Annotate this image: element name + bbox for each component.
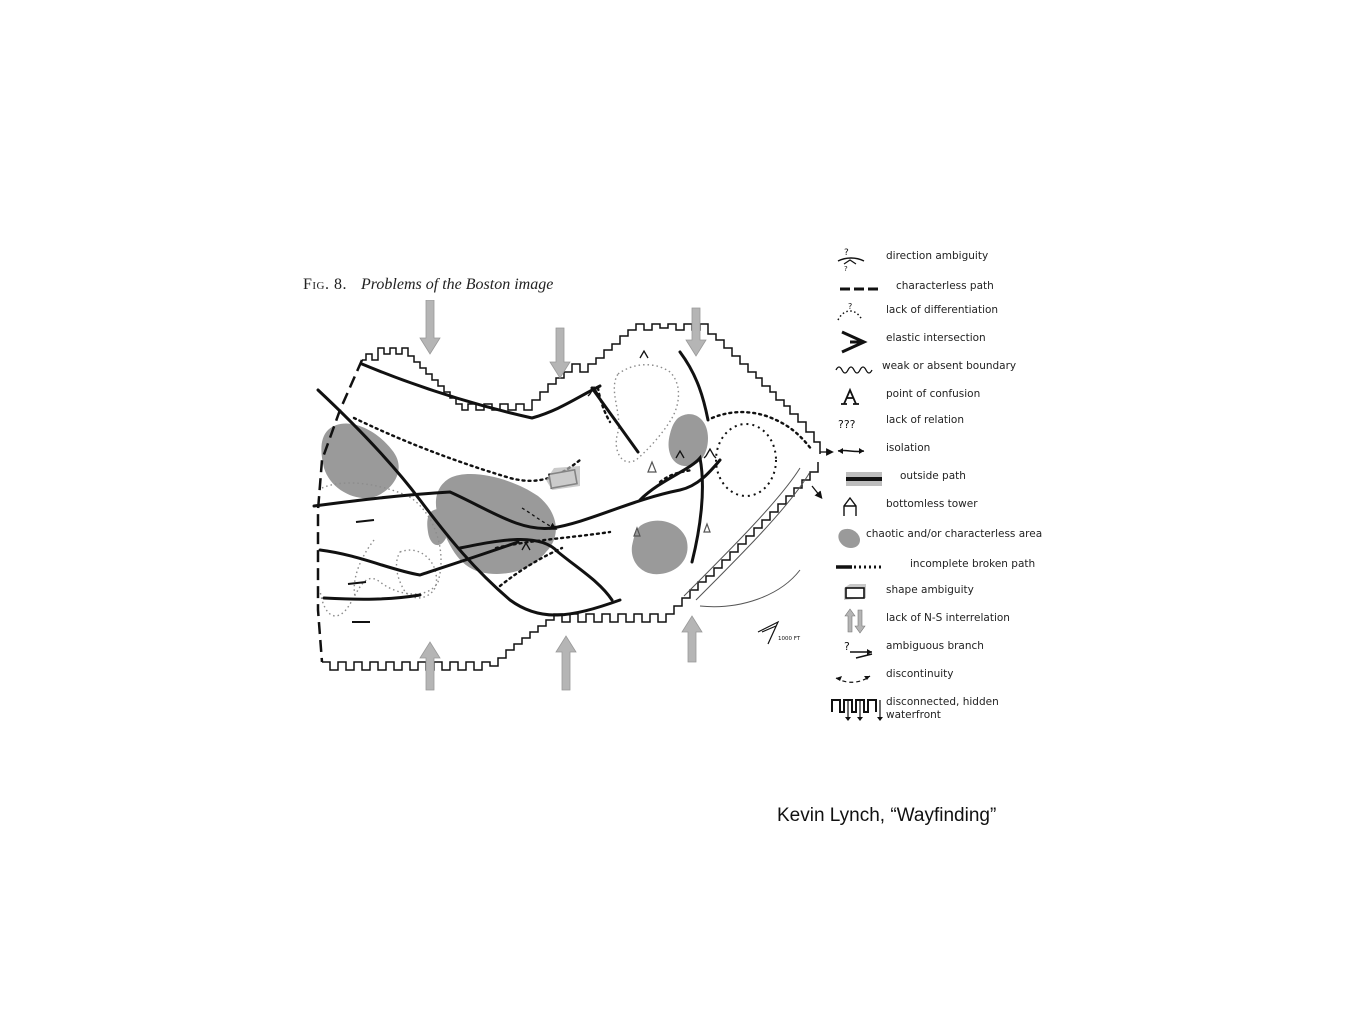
svg-text:?: ? [844, 248, 849, 258]
point-of-confusion-icon [841, 387, 859, 405]
direction-ambiguity-icon: ? ? [837, 248, 865, 272]
legend-label: characterless path [896, 280, 994, 292]
lack-of-differentiation-icon: ? [837, 302, 863, 321]
city-boundary [362, 323, 821, 454]
chaotic-area [435, 474, 556, 574]
ns-arrows [419, 300, 707, 691]
figure-number: Fig. 8. [303, 276, 348, 293]
legend-label: bottomless tower [886, 498, 978, 510]
legend-label: incomplete broken path [910, 558, 1036, 570]
chaotic-area [321, 423, 399, 499]
isolation-arrows [811, 448, 834, 500]
figure-title-text: Problems of the Boston image [361, 276, 554, 293]
waterfront-lines [683, 467, 811, 608]
slide-caption: Kevin Lynch, “Wayfinding” [777, 805, 997, 826]
legend: ? ? direction ambiguity characterless pa… [826, 238, 1086, 738]
svg-text:?: ? [844, 640, 850, 653]
chaotic-area-icon [838, 528, 860, 548]
dotted-ellipse [715, 423, 777, 497]
cross-ticks [347, 519, 375, 623]
isolation-icon [837, 448, 865, 454]
lack-of-relation-icon: ??? [838, 418, 856, 431]
figure-title: Fig. 8. Problems of the Boston image [303, 276, 553, 294]
elastic-intersection-icon [841, 330, 868, 354]
boston-problem-map: 1000 FT [312, 300, 834, 691]
broken-paths [352, 386, 814, 588]
legend-row-point-of-confusion: point of confusion [826, 384, 1086, 410]
legend-label: elastic intersection [886, 332, 986, 344]
disconnected-waterfront-icon [831, 699, 883, 721]
svg-text:?: ? [848, 302, 852, 311]
shape-ambiguity-icon [844, 584, 866, 600]
legend-row-disconnected-waterfront: disconnected, hidden waterfront [826, 692, 1086, 732]
characterless-path-icon [840, 287, 882, 291]
scale-label: 1000 FT [778, 636, 801, 642]
legend-row-outside-path: outside path [826, 466, 1086, 492]
svg-text:?: ? [844, 265, 848, 272]
bottomless-tower-icon [843, 496, 857, 516]
bottomless-towers [633, 460, 711, 537]
chaotic-area [668, 414, 708, 467]
legend-row-incomplete-broken-path: incomplete broken path [826, 554, 1086, 580]
points-of-confusion [521, 349, 717, 551]
legend-label: point of confusion [886, 388, 981, 400]
north-arrow [757, 620, 780, 645]
discontinuity-icon [835, 675, 871, 683]
ambiguous-branch-icon: ? [844, 640, 873, 659]
chaotic-area [631, 520, 688, 575]
legend-row-characterless-path: characterless path [826, 276, 1086, 302]
west-dashed-boundary [316, 359, 364, 663]
legend-label: outside path [900, 470, 966, 482]
legend-row-elastic-intersection: elastic intersection [826, 328, 1086, 354]
svg-text:???: ??? [838, 418, 856, 431]
dotted-contours [319, 364, 680, 617]
city-boundary-south [322, 462, 819, 671]
legend-row-shape-ambiguity: shape ambiguity [826, 580, 1086, 606]
legend-row-chaotic-area: chaotic and/or characterless area [826, 524, 1086, 550]
legend-row-ambiguous-branch: ? ambiguous branch [826, 636, 1086, 662]
legend-row-isolation: isolation [826, 438, 1086, 464]
legend-row-bottomless-tower: bottomless tower [826, 494, 1086, 520]
legend-label: shape ambiguity [886, 584, 974, 596]
elastic-intersection-arrow [521, 507, 558, 530]
legend-label: disconnected, hidden waterfront [886, 696, 999, 721]
legend-row-lack-of-ns-interrelation: lack of N-S interrelation [826, 608, 1086, 634]
legend-row-lack-of-differentiation: ? lack of differentiation [826, 300, 1086, 326]
legend-label: weak or absent boundary [882, 360, 1017, 372]
outside-path-icon [846, 472, 882, 486]
lack-of-ns-interrelation-icon [844, 608, 866, 634]
legend-row-direction-ambiguity: ? ? direction ambiguity [826, 246, 1086, 272]
legend-label: lack of N-S interrelation [886, 612, 1010, 624]
legend-row-discontinuity: discontinuity [826, 664, 1086, 690]
legend-label: ambiguous branch [886, 640, 984, 652]
legend-row-lack-of-relation: ??? lack of relation [826, 410, 1086, 436]
weak-boundary-icon [835, 366, 873, 374]
incomplete-broken-path-icon [836, 565, 884, 569]
legend-label: direction ambiguity [886, 250, 989, 262]
legend-label: lack of differentiation [886, 304, 999, 316]
legend-row-weak-boundary: weak or absent boundary [826, 356, 1086, 382]
legend-label: isolation [886, 442, 931, 454]
legend-label: discontinuity [886, 668, 954, 680]
main-paths [312, 350, 722, 617]
legend-label: lack of relation [886, 414, 965, 426]
legend-label: chaotic and/or characterless area [866, 528, 1043, 540]
